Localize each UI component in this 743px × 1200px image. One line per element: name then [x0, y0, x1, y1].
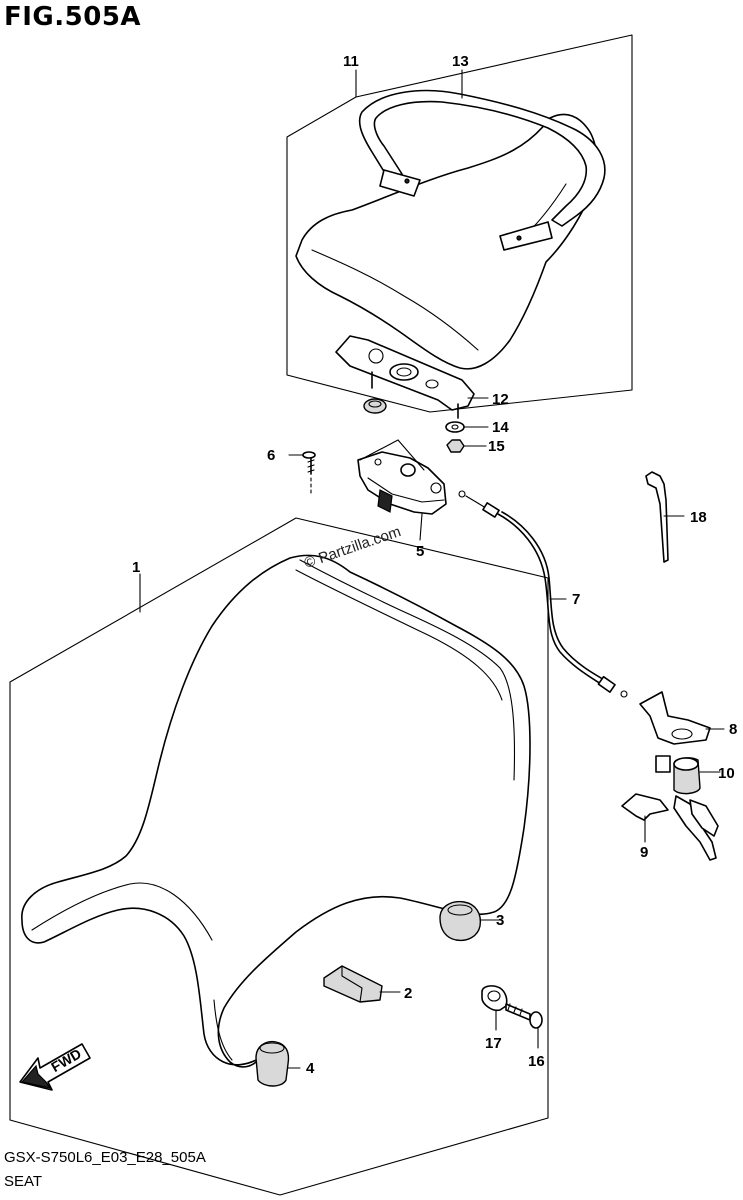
front-seat-frame: [9, 517, 549, 1196]
forward-arrow-icon: FWD: [19, 1043, 91, 1091]
washer: [445, 421, 465, 433]
callout-3: 3: [496, 912, 504, 929]
callout-14: 14: [492, 419, 509, 436]
lock-retainer: [621, 793, 669, 821]
key: [689, 799, 719, 837]
lock-bracket: [639, 691, 711, 745]
diagram-name: SEAT: [4, 1173, 43, 1190]
rear-seat-cushion: [295, 113, 598, 370]
callout-8: 8: [729, 721, 737, 738]
callout-17: 17: [485, 1035, 502, 1052]
callout-18: 18: [690, 509, 707, 526]
seat-damper: [439, 900, 482, 942]
grab-rail: [358, 89, 606, 227]
callout-6: 6: [267, 447, 275, 464]
callout-16: 16: [528, 1053, 545, 1070]
callout-12: 12: [492, 391, 509, 408]
collar: [481, 985, 508, 1012]
callout-11: 11: [343, 53, 359, 70]
nut: [446, 439, 465, 453]
callout-7: 7: [572, 591, 580, 608]
callout-9: 9: [640, 844, 648, 861]
callout-1: 1: [132, 559, 140, 576]
callout-5: 5: [416, 543, 424, 560]
bolt: [302, 451, 316, 459]
figure-title: FIG.505A: [4, 2, 142, 32]
callout-13: 13: [452, 53, 469, 70]
diagram-code: GSX-S750L6_E03_E28_505A: [4, 1149, 206, 1166]
seat-lock: [357, 451, 447, 515]
callout-10: 10: [718, 765, 735, 782]
cable-tie: [645, 471, 669, 563]
seat-pad: [323, 965, 383, 1003]
callout-2: 2: [404, 985, 412, 1002]
callout-15: 15: [488, 438, 505, 455]
callout-4: 4: [306, 1060, 315, 1077]
front-seat-cushion: [21, 554, 531, 1068]
